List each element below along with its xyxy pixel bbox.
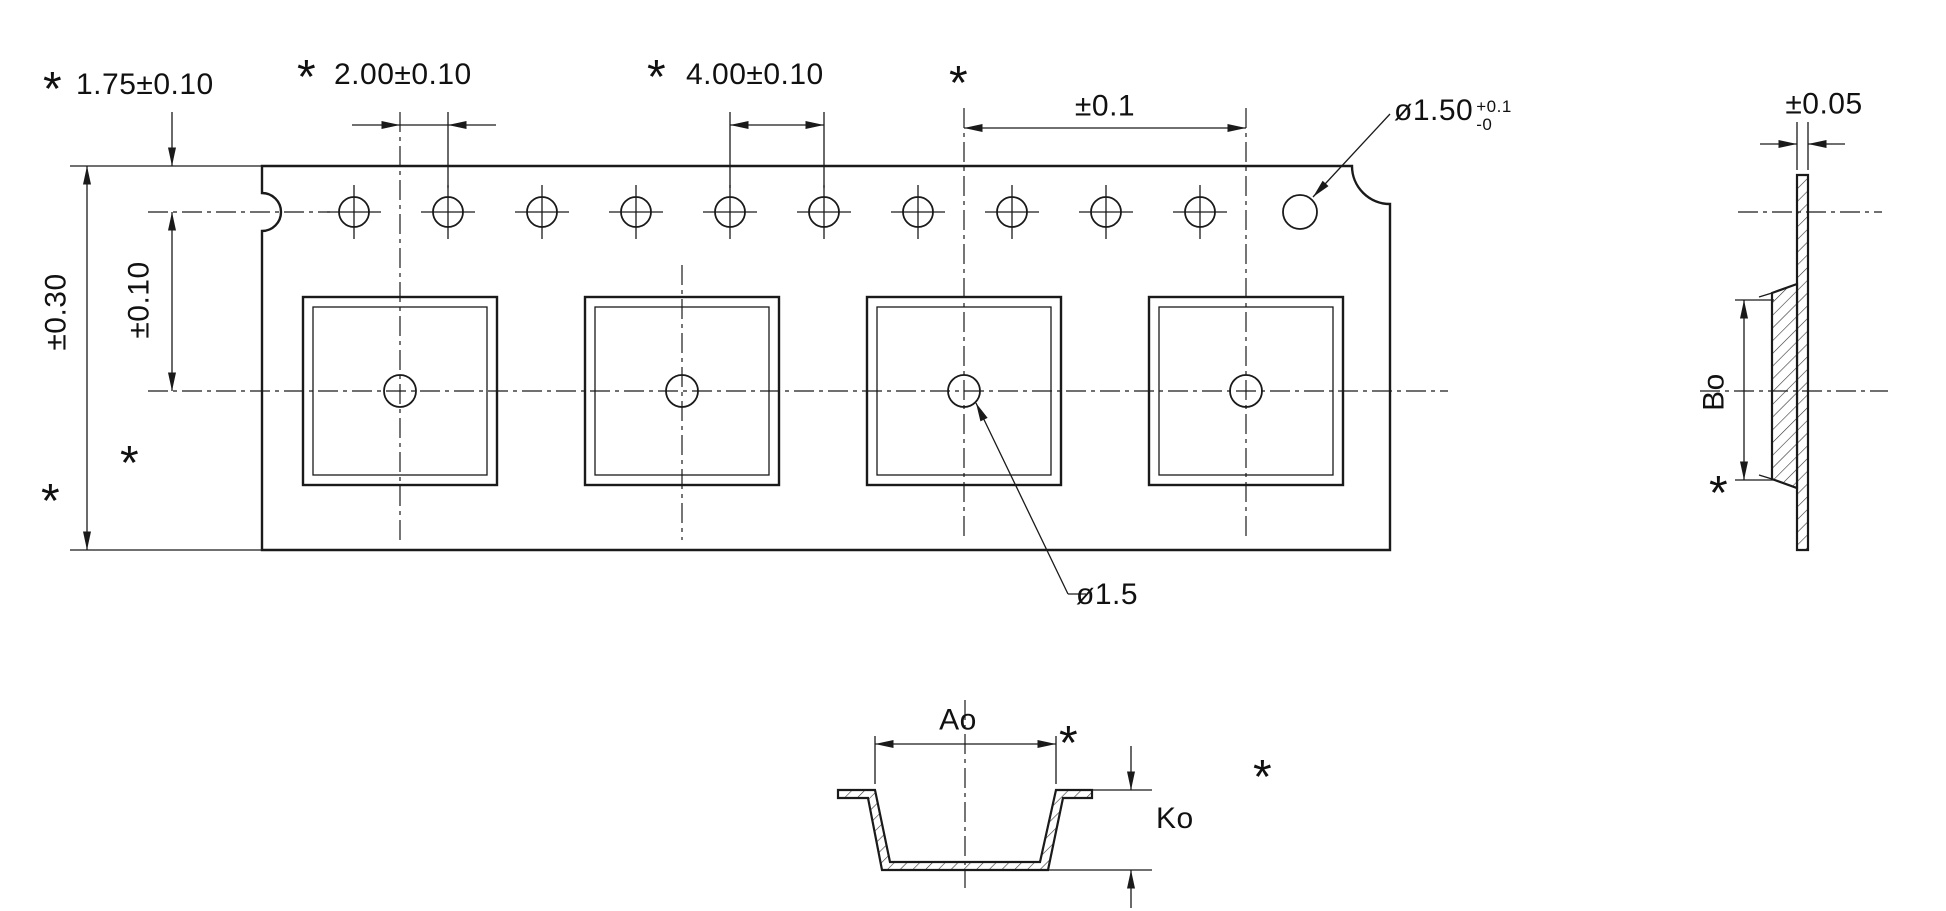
sprocket-hole	[515, 185, 569, 239]
pocket-wall-section	[1770, 282, 1799, 490]
sprocket-hole	[1173, 185, 1227, 239]
dim-tape-thickness-tolerance: ±0.05	[1785, 87, 1863, 121]
sprocket-hole	[421, 185, 475, 239]
critical-marker: *	[120, 437, 139, 490]
pocket-cross-section-view	[836, 700, 1152, 908]
reference-hole	[1282, 194, 1318, 230]
dim-sprocket-to-pocket-center-tolerance: ±0.10	[122, 261, 156, 339]
critical-marker: *	[41, 475, 60, 528]
centerlines	[148, 108, 1448, 540]
hole-dia-value: ø1.50	[1394, 94, 1474, 127]
tape-side-section-view	[1700, 122, 1888, 552]
critical-marker: *	[43, 63, 62, 116]
sprocket-hole	[797, 185, 851, 239]
pocket-channel-section	[836, 788, 1094, 872]
sprocket-hole	[891, 185, 945, 239]
critical-marker: *	[647, 51, 666, 104]
sprocket-hole	[703, 185, 757, 239]
hole-dia-tol-plus: +0.1	[1476, 97, 1512, 116]
dim-pocket-center-hole-diameter: ø1.5	[1076, 578, 1139, 611]
critical-marker: *	[1709, 467, 1728, 520]
dim-sprocket-pitch: 4.00±0.10	[686, 58, 824, 91]
dim-sprocket-to-pocket-offset: 2.00±0.10	[334, 58, 472, 91]
tape-outline	[260, 164, 1392, 552]
sprocket-holes	[327, 185, 1318, 239]
hole-dia-tolerance: +0.1-0	[1476, 98, 1512, 134]
dim-edge-to-sprocket: 1.75±0.10	[76, 68, 214, 101]
sprocket-hole	[609, 185, 663, 239]
critical-marker: *	[297, 51, 316, 104]
top-view-dimensions	[70, 112, 1391, 595]
sprocket-hole	[327, 185, 381, 239]
critical-marker: *	[1253, 751, 1272, 804]
hole-dia-tol-minus: -0	[1476, 114, 1493, 134]
carrier-tape-top-view	[70, 108, 1448, 595]
label-Bo: Bo	[1697, 373, 1731, 411]
sprocket-hole	[985, 185, 1039, 239]
dim-tape-width-tolerance: ±0.30	[39, 273, 73, 351]
label-Ko: Ko	[1156, 802, 1194, 835]
label-Ao: Ao	[939, 703, 977, 737]
dim-pocket-pitch-tolerance: ±0.1	[1074, 89, 1136, 123]
sprocket-hole	[1079, 185, 1133, 239]
dim-sprocket-hole-diameter: ø1.50+0.1-0	[1394, 94, 1512, 134]
critical-marker: *	[949, 57, 968, 110]
critical-marker: *	[1059, 717, 1078, 770]
tape-strip-section	[1795, 173, 1810, 552]
